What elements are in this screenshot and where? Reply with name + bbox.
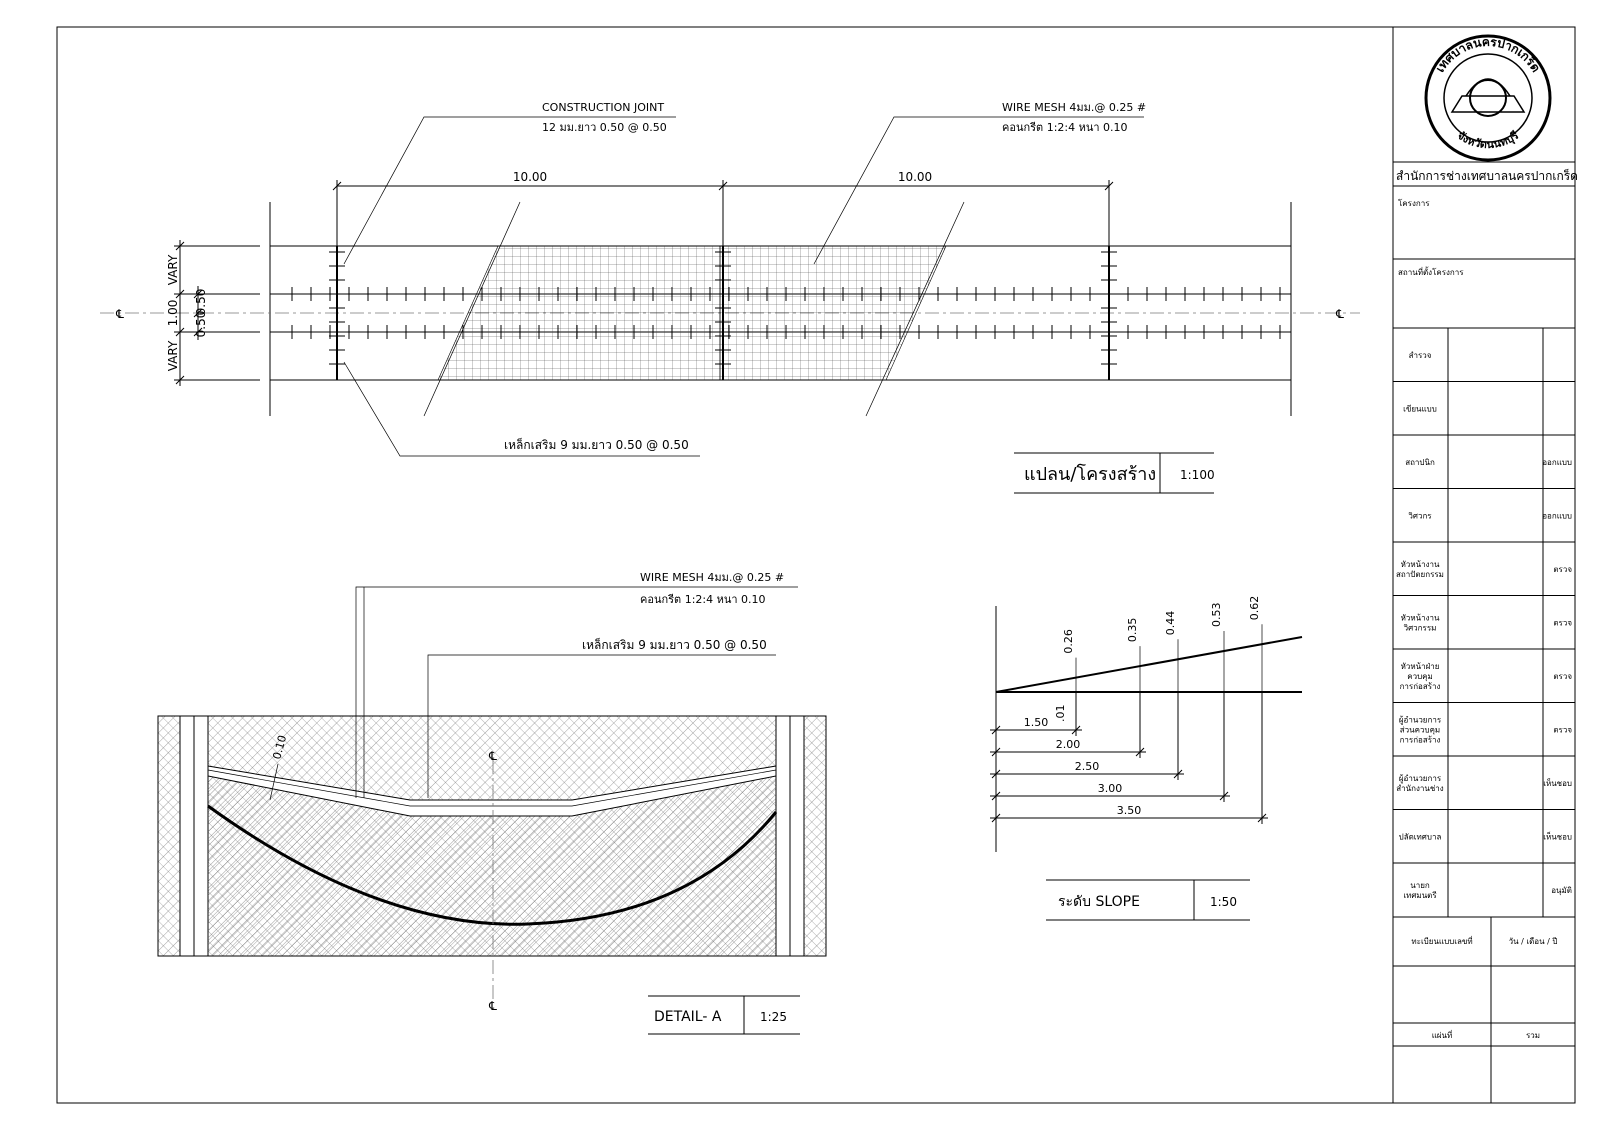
- plan-dim-050a: 0.50: [194, 289, 208, 316]
- concrete-spec: คอนกรีต 1:2:4 หนา 0.10: [1002, 121, 1128, 134]
- slope-rise-label: 0.62: [1248, 596, 1261, 621]
- sheet-border: [56, 26, 1576, 1104]
- plan-dim-050b: 0.50: [194, 311, 208, 338]
- wire-mesh-hatch-right: [719, 245, 947, 381]
- signoff-role-label: ผู้อำนวยการ: [1399, 716, 1442, 726]
- title-block: เทศบาลนครปากเกร็ด จังหวัดนนทบุรี สำนักกา…: [1393, 34, 1578, 1103]
- slope-rise-label: 0.44: [1164, 611, 1177, 636]
- detail-scale: 1:25: [760, 1010, 787, 1024]
- signoff-role-label: ควบคุม: [1407, 672, 1433, 681]
- signoff-role-label: หัวหน้าฝ่าย: [1401, 662, 1440, 671]
- plan-title: แปลน/โครงสร้าง: [1024, 463, 1156, 485]
- detail-a-section: ℄ ℄ WIRE MESH 4มม.@ 0.25 # คอนกรีต 1:2:4…: [157, 571, 827, 1035]
- slope-run-label: 2.50: [1075, 760, 1100, 773]
- detail-dowel-label: เหล็กเสริม 9 มม.ยาว 0.50 @ 0.50: [582, 637, 767, 652]
- plan-vary-top: VARY: [166, 254, 180, 285]
- slope-run-label: 1.50: [1024, 716, 1049, 729]
- detail-wire-mesh-label: WIRE MESH 4มม.@ 0.25 #: [640, 571, 784, 584]
- detail-cl-bottom: ℄: [488, 999, 497, 1013]
- signoff-action-label: ตรวจ: [1553, 619, 1572, 628]
- wire-mesh-label: WIRE MESH 4มม.@ 0.25 #: [1002, 101, 1146, 114]
- plan-view: 10.00 10.00 VARY 1.00 VARY 0.50 0.50 ℄ ℄…: [100, 101, 1360, 494]
- svg-text:เทศบาลนครปากเกร็ด: เทศบาลนครปากเกร็ด: [1433, 35, 1543, 75]
- sheet-label: แผ่นที่: [1432, 1029, 1453, 1040]
- signoff-action-label: ออกแบบ: [1542, 512, 1572, 521]
- signoff-role-label: สำรวจ: [1409, 351, 1432, 360]
- construction-joint-spec: 12 มม.ยาว 0.50 @ 0.50: [542, 121, 667, 134]
- detail-thickness: 0.10: [270, 734, 289, 761]
- signoff-role-label: ผู้อำนวยการ: [1399, 774, 1442, 784]
- slope-diagram: 0.26 0.35 0.44 0.53 0.62 1.50 2.00 2.50 3.00 3.5…: [990, 596, 1303, 921]
- plan-vary-bottom: VARY: [166, 340, 180, 371]
- construction-joint-label: CONSTRUCTION JOINT: [542, 101, 664, 114]
- detail-title: DETAIL- A: [654, 1009, 722, 1025]
- slope-rise-label: 0.35: [1126, 618, 1139, 643]
- signoff-role-label: เขียนแบบ: [1403, 405, 1437, 414]
- signoff-role-label: นายก: [1410, 881, 1430, 890]
- wire-mesh-hatch-left: [437, 245, 721, 381]
- location-label: สถานที่ตั้งโครงการ: [1398, 266, 1464, 277]
- signoff-role-label: สำนักงานช่าง: [1396, 784, 1443, 793]
- plan-cl-left: ℄: [115, 307, 124, 321]
- total-label: รวม: [1526, 1031, 1540, 1040]
- plan-dim-left: 10.00: [513, 170, 547, 184]
- signoff-role-label: การก่อสร้าง: [1400, 736, 1441, 745]
- slope-scale: 1:50: [1210, 895, 1237, 909]
- signoff-action-label: เห็นชอบ: [1543, 778, 1572, 788]
- date-label: วัน / เดือน / ปี: [1509, 937, 1558, 946]
- slope-title: ระดับ SLOPE: [1058, 894, 1140, 910]
- signoff-role-label: เทศมนตรี: [1403, 891, 1437, 900]
- dowel-label: เหล็กเสริม 9 มม.ยาว 0.50 @ 0.50: [504, 437, 689, 452]
- office-name: สำนักการช่างเทศบาลนครปากเกร็ด: [1396, 168, 1578, 183]
- signoff-action-label: อนุมัติ: [1551, 886, 1572, 895]
- plan-dim-100: 1.00: [166, 300, 180, 327]
- signoff-role-label: สถาปนิก: [1405, 458, 1435, 467]
- signoff-role-label: ปลัดเทศบาล: [1399, 833, 1442, 842]
- register-no-label: ทะเบียนแบบเลขที่: [1411, 935, 1472, 946]
- detail-concrete-spec: คอนกรีต 1:2:4 หนา 0.10: [640, 593, 766, 606]
- slope-run-label: 3.00: [1098, 782, 1123, 795]
- svg-text:จังหวัดนนทบุรี: จังหวัดนนทบุรี: [1455, 129, 1521, 151]
- slope-rise-label: 0.26: [1062, 629, 1075, 654]
- signoff-role-label: การก่อสร้าง: [1400, 682, 1441, 691]
- plan-scale: 1:100: [1180, 468, 1215, 482]
- slope-run-label: 2.00: [1056, 738, 1081, 751]
- pipe-curve: [207, 804, 778, 926]
- slope-small: .01: [1054, 705, 1067, 723]
- detail-cl-top: ℄: [488, 749, 497, 763]
- signoff-role-label: หัวหน้างาน: [1401, 560, 1440, 569]
- municipal-seal: เทศบาลนครปากเกร็ด จังหวัดนนทบุรี: [1424, 34, 1552, 162]
- signoff-action-label: ตรวจ: [1553, 672, 1572, 681]
- project-label: โครงการ: [1398, 198, 1430, 208]
- signoff-action-label: ตรวจ: [1553, 565, 1572, 574]
- signoff-role-label: วิศวกร: [1408, 512, 1432, 521]
- signoff-action-label: ออกแบบ: [1542, 458, 1572, 467]
- signoff-role-label: หัวหน้างาน: [1401, 614, 1440, 623]
- slope-rise-label: 0.53: [1210, 603, 1223, 628]
- signoff-role-label: วิศวกรรม: [1403, 624, 1436, 633]
- slope-run-label: 3.50: [1117, 804, 1142, 817]
- signoff-action-label: เห็นชอบ: [1543, 832, 1572, 842]
- plan-dim-right: 10.00: [898, 170, 932, 184]
- signoff-role-label: สถาปัตยกรรม: [1396, 570, 1444, 579]
- plan-cl-right: ℄: [1335, 307, 1344, 321]
- signoff-action-label: ตรวจ: [1553, 726, 1572, 735]
- signoff-role-label: ส่วนควบคุม: [1400, 726, 1440, 735]
